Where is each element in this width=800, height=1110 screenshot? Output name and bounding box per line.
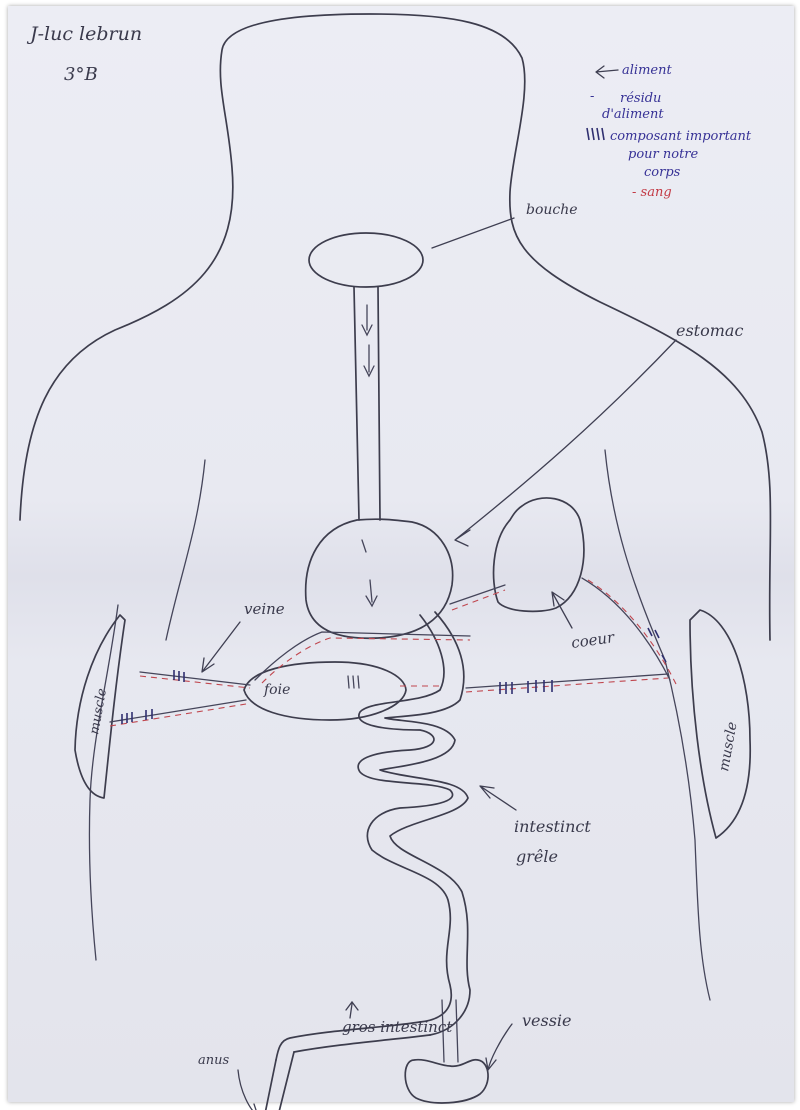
author-name: J-luc lebrun bbox=[26, 23, 142, 45]
anus-tube-shape bbox=[258, 1052, 294, 1110]
leader-vessie bbox=[486, 1024, 512, 1070]
heart-shape bbox=[494, 498, 584, 611]
leader-bouche bbox=[432, 218, 514, 248]
small-intestine-shape bbox=[358, 615, 452, 1022]
leader-estomac bbox=[455, 340, 676, 546]
right-muscle-shape bbox=[690, 610, 750, 838]
legend-pour-notre: pour notre bbox=[628, 147, 699, 162]
label-anus: anus bbox=[198, 1053, 229, 1068]
legend-dash: - bbox=[590, 89, 594, 104]
leader-veine bbox=[202, 622, 240, 672]
legend-aliment: aliment bbox=[622, 63, 672, 78]
legend-composant: composant important bbox=[610, 129, 752, 144]
right-arm-line bbox=[605, 450, 665, 660]
label-muscle-left: muscle bbox=[87, 687, 110, 736]
blood-right-main bbox=[466, 678, 668, 692]
leader-intestin-grele bbox=[480, 786, 516, 810]
label-estomac: estomac bbox=[676, 321, 743, 340]
vessel-right-main bbox=[466, 674, 668, 688]
left-arm-line bbox=[166, 460, 205, 640]
blood-left-lower bbox=[110, 704, 246, 726]
vessel-left-upper bbox=[140, 672, 250, 685]
right-torso-line bbox=[665, 660, 710, 1000]
label-coeur: coeur bbox=[570, 628, 616, 652]
stomach-arrow bbox=[366, 580, 377, 606]
blood-left-upper bbox=[140, 676, 250, 688]
legend-d-aliment: d'aliment bbox=[602, 107, 664, 122]
small-intestine-inner bbox=[380, 612, 470, 1035]
vessel-heart-left bbox=[450, 585, 505, 604]
stomach-shape bbox=[306, 519, 453, 638]
legend-nutrient-icon bbox=[587, 128, 604, 140]
nutrient-mark-right bbox=[500, 680, 552, 694]
legend-residu: résidu bbox=[620, 91, 661, 106]
vessel-heart-right bbox=[582, 578, 670, 680]
legend-sang: - sang bbox=[632, 185, 672, 200]
vessel-left-lower bbox=[110, 700, 246, 722]
class-label: 3°B bbox=[64, 64, 98, 85]
leader-gros-intestin bbox=[346, 1002, 358, 1018]
label-foie: foie bbox=[263, 682, 290, 698]
stomach-arrow-top bbox=[362, 540, 366, 552]
legend-arrow-icon bbox=[596, 66, 618, 78]
liver-nutrient-mark bbox=[348, 676, 359, 688]
esophagus-arrow-2 bbox=[364, 345, 374, 376]
bladder-shape bbox=[405, 1060, 488, 1103]
mouth-shape bbox=[309, 233, 423, 287]
label-vessie: vessie bbox=[522, 1011, 572, 1030]
label-intestin-grele-1: intestinct bbox=[514, 817, 591, 836]
label-veine: veine bbox=[244, 600, 285, 618]
label-muscle-right: muscle bbox=[716, 721, 740, 773]
label-gros-intestin: gros intestinct bbox=[342, 1018, 453, 1036]
label-intestin-grele-2: grêle bbox=[516, 847, 558, 866]
label-bouche: bouche bbox=[526, 202, 578, 218]
leader-anus bbox=[238, 1070, 258, 1110]
esophagus-arrow bbox=[362, 305, 372, 335]
legend-corps: corps bbox=[644, 165, 681, 180]
